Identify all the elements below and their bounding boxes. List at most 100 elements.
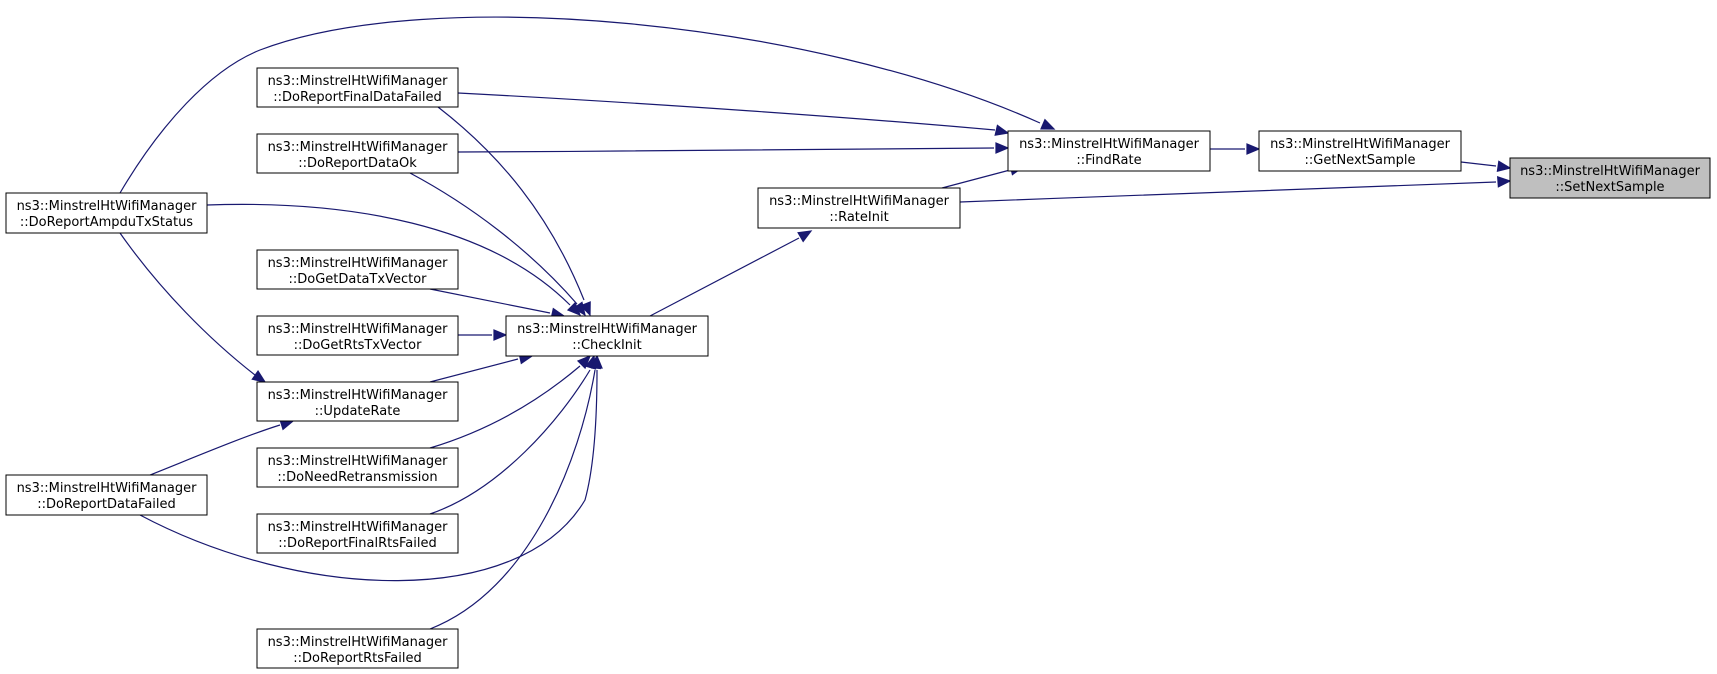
arrowhead bbox=[566, 301, 582, 317]
setnextsample-node: ns3::MinstrelHtWifiManager::SetNextSampl… bbox=[1509, 157, 1711, 199]
arrowhead bbox=[1496, 160, 1512, 173]
node-box bbox=[256, 67, 459, 108]
edge-getnextsample-to-setnextsample bbox=[1460, 160, 1512, 173]
edge-line bbox=[139, 369, 598, 582]
node-label-method: ::DoReportRtsFailed bbox=[293, 651, 421, 666]
edge-line bbox=[959, 181, 1497, 203]
node-box bbox=[1258, 130, 1462, 172]
edge-line bbox=[206, 203, 571, 306]
node-label-method: ::CheckInit bbox=[572, 338, 642, 353]
edge-rateinit-to-setnextsample bbox=[959, 176, 1512, 203]
doreportfinaldatafailed-node[interactable]: ns3::MinstrelHtWifiManager::DoReportFina… bbox=[256, 67, 459, 108]
edge-doreportfinalrtsfailed-to-checkinit bbox=[429, 354, 597, 515]
doreportampdutxstatus-node[interactable]: ns3::MinstrelHtWifiManager::DoReportAmpd… bbox=[5, 192, 208, 234]
node-label-namespace: ns3::MinstrelHtWifiManager bbox=[1019, 137, 1200, 152]
edge-line bbox=[429, 288, 551, 314]
node-box bbox=[256, 447, 459, 488]
arrowhead bbox=[994, 124, 1010, 136]
node-box bbox=[505, 315, 709, 357]
node-label-namespace: ns3::MinstrelHtWifiManager bbox=[268, 322, 449, 337]
node-label-method: ::FindRate bbox=[1076, 153, 1141, 168]
arrowhead bbox=[572, 301, 586, 317]
doreportdatafailed-node[interactable]: ns3::MinstrelHtWifiManager::DoReportData… bbox=[5, 474, 208, 516]
node-label-method: ::UpdateRate bbox=[315, 404, 401, 419]
doreportrtsfailed-node[interactable]: ns3::MinstrelHtWifiManager::DoReportRtsF… bbox=[256, 628, 459, 669]
arrowhead bbox=[797, 230, 813, 243]
getnextsample-node[interactable]: ns3::MinstrelHtWifiManager::GetNextSampl… bbox=[1258, 130, 1462, 172]
edge-line bbox=[457, 147, 995, 153]
edge-doreportfinaldatafailed-to-checkinit bbox=[437, 106, 591, 317]
node-label-method: ::DoReportDataFailed bbox=[37, 497, 176, 512]
dogetdatatxvector-node[interactable]: ns3::MinstrelHtWifiManager::DoGetDataTxV… bbox=[256, 249, 459, 290]
findrate-node[interactable]: ns3::MinstrelHtWifiManager::FindRate bbox=[1007, 130, 1211, 172]
arrowhead bbox=[589, 354, 602, 370]
node-box bbox=[256, 628, 459, 669]
edge-checkinit-to-rateinit bbox=[649, 230, 813, 317]
node-label-method: ::DoGetDataTxVector bbox=[289, 272, 428, 287]
edge-line bbox=[429, 365, 581, 449]
arrowhead bbox=[1040, 118, 1056, 130]
node-box bbox=[256, 315, 459, 356]
edge-doreportrtsfailed-to-checkinit bbox=[429, 354, 602, 630]
edge-line bbox=[429, 358, 519, 383]
doneedretransmission-node[interactable]: ns3::MinstrelHtWifiManager::DoNeedRetran… bbox=[256, 447, 459, 488]
edge-doreportfinaldatafailed-to-findrate bbox=[457, 92, 1010, 136]
arrowhead bbox=[1246, 143, 1261, 155]
node-label-namespace: ns3::MinstrelHtWifiManager bbox=[268, 388, 449, 403]
edge-line bbox=[1460, 161, 1497, 167]
doreportdataok-node[interactable]: ns3::MinstrelHtWifiManager::DoReportData… bbox=[256, 133, 459, 174]
node-box bbox=[256, 249, 459, 290]
arrowhead bbox=[995, 142, 1010, 154]
node-label-namespace: ns3::MinstrelHtWifiManager bbox=[268, 635, 449, 650]
node-label-namespace: ns3::MinstrelHtWifiManager bbox=[769, 194, 950, 209]
node-label-method: ::GetNextSample bbox=[1305, 153, 1416, 168]
edge-doreportdataok-to-checkinit bbox=[409, 172, 586, 317]
updaterate-node[interactable]: ns3::MinstrelHtWifiManager::UpdateRate bbox=[256, 381, 459, 422]
edge-line bbox=[119, 16, 1041, 194]
node-label-namespace: ns3::MinstrelHtWifiManager bbox=[1270, 137, 1451, 152]
edge-line bbox=[429, 369, 596, 630]
node-label-namespace: ns3::MinstrelHtWifiManager bbox=[268, 454, 449, 469]
edge-doneedretransmission-to-checkinit bbox=[429, 354, 592, 449]
edge-dogetdatatxvector-to-checkinit bbox=[429, 288, 566, 320]
node-label-namespace: ns3::MinstrelHtWifiManager bbox=[1520, 164, 1701, 179]
edge-updaterate-to-checkinit bbox=[429, 352, 534, 383]
node-box bbox=[1007, 130, 1211, 172]
edge-dogetrtstxvector-to-checkinit bbox=[458, 329, 508, 341]
node-box bbox=[5, 192, 208, 234]
checkinit-node[interactable]: ns3::MinstrelHtWifiManager::CheckInit bbox=[505, 315, 709, 357]
edge-doreportampdutxstatus-to-updaterate bbox=[119, 232, 267, 383]
node-label-namespace: ns3::MinstrelHtWifiManager bbox=[517, 322, 698, 337]
doreportfinalrtsfailed-node[interactable]: ns3::MinstrelHtWifiManager::DoReportFina… bbox=[256, 513, 459, 554]
arrowhead bbox=[1497, 176, 1512, 188]
edge-line bbox=[409, 172, 578, 305]
edge-line bbox=[457, 92, 996, 131]
arrowhead bbox=[493, 329, 508, 341]
edge-doreportampdutxstatus-to-checkinit bbox=[206, 203, 582, 317]
node-label-method: ::DoReportFinalRtsFailed bbox=[278, 536, 436, 551]
node-label-namespace: ns3::MinstrelHtWifiManager bbox=[268, 520, 449, 535]
node-label-method: ::DoGetRtsTxVector bbox=[294, 338, 423, 353]
node-box bbox=[256, 513, 459, 554]
nodes: ns3::MinstrelHtWifiManager::SetNextSampl… bbox=[5, 67, 1711, 669]
node-label-method: ::DoNeedRetransmission bbox=[277, 470, 437, 485]
dogetrtstxvector-node[interactable]: ns3::MinstrelHtWifiManager::DoGetRtsTxVe… bbox=[256, 315, 459, 356]
node-label-namespace: ns3::MinstrelHtWifiManager bbox=[268, 140, 449, 155]
edge-line bbox=[941, 169, 1011, 189]
rateinit-node[interactable]: ns3::MinstrelHtWifiManager::RateInit bbox=[757, 187, 961, 229]
node-label-method: ::DoReportDataOk bbox=[298, 156, 417, 171]
edge-line bbox=[119, 232, 256, 376]
edge-doreportdataok-to-findrate bbox=[457, 142, 1010, 154]
node-box bbox=[1509, 157, 1711, 199]
arrowhead bbox=[576, 354, 592, 370]
edge-line bbox=[429, 369, 591, 515]
edges bbox=[119, 16, 1512, 630]
node-label-namespace: ns3::MinstrelHtWifiManager bbox=[268, 74, 449, 89]
node-label-method: ::DoReportAmpduTxStatus bbox=[20, 215, 193, 230]
node-box bbox=[256, 133, 459, 174]
edge-line bbox=[437, 106, 585, 301]
node-box bbox=[256, 381, 459, 422]
node-label-method: ::DoReportFinalDataFailed bbox=[273, 90, 442, 105]
edge-line bbox=[149, 424, 281, 476]
